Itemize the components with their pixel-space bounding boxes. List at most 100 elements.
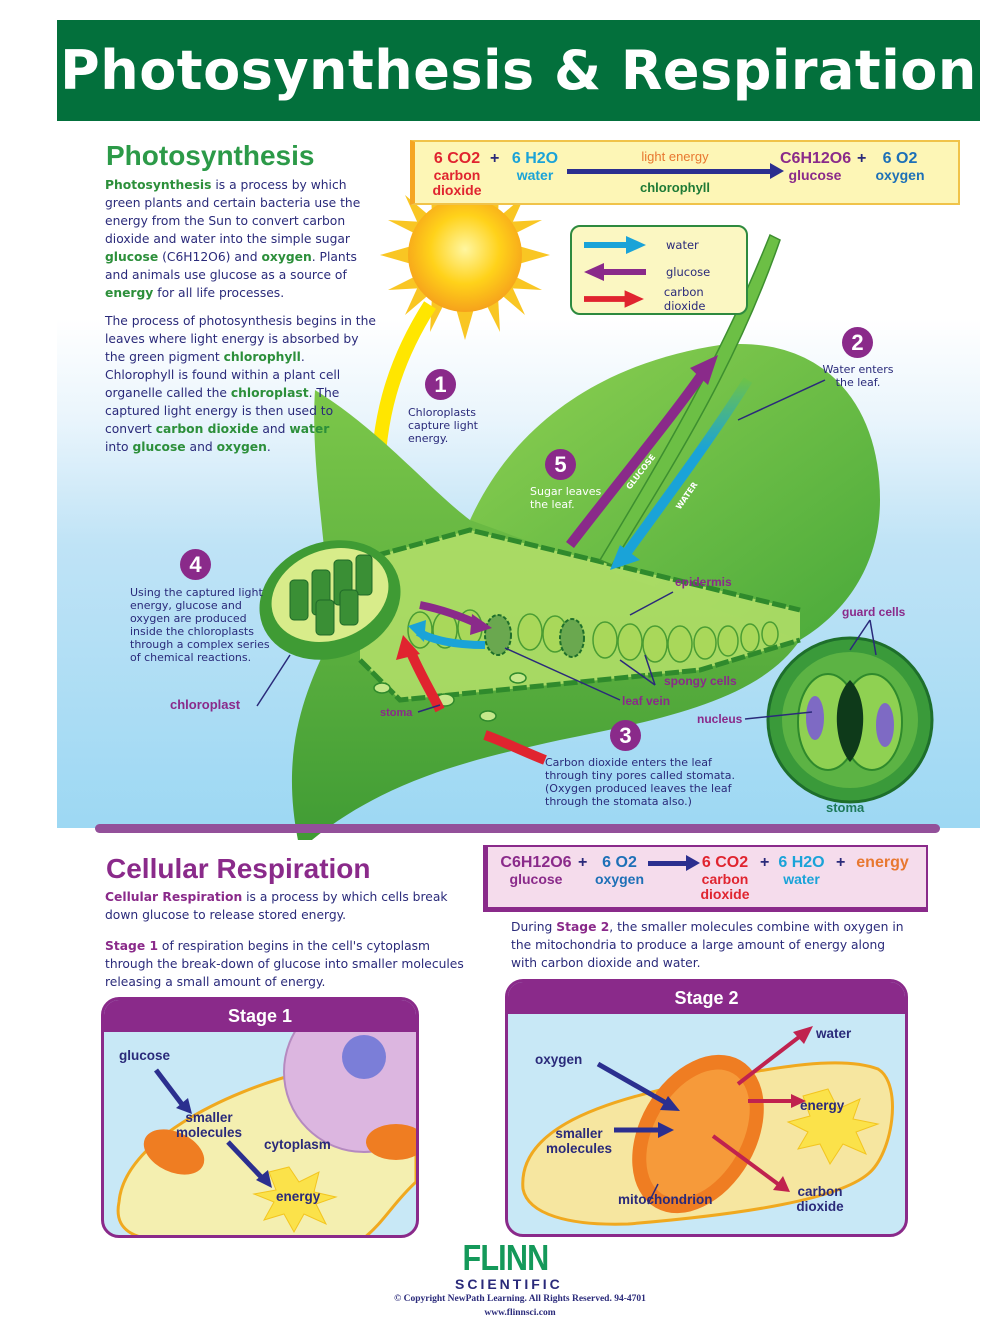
stage2-label-oxygen: oxygen [535, 1052, 583, 1067]
step-4-badge: 4 [180, 549, 211, 580]
arrow-right-icon [584, 236, 646, 254]
condition-light-energy: light energy [641, 149, 709, 164]
eq-product-energy: energy [850, 854, 915, 872]
glucose-arrow [566, 367, 710, 549]
label-nucleus: nucleus [697, 712, 743, 726]
plus-sign: + [857, 150, 867, 167]
formula: C6H12O6 [780, 150, 852, 167]
step-5-text: Sugar leaves the leaf. [530, 485, 602, 511]
label-spongy-cells: spongy cells [664, 674, 737, 688]
label-stoma: stoma [380, 707, 413, 719]
term-photosynthesis: Photosynthesis [105, 178, 212, 192]
label: water [783, 871, 820, 887]
reaction-arrow [567, 163, 784, 179]
section-divider [95, 824, 940, 833]
label: glucose [509, 871, 563, 887]
stage2-label-mitochondrion: mitochondrion [618, 1192, 713, 1207]
glucose-formula: (C6H12O6) and [158, 250, 262, 264]
formula: energy [856, 854, 909, 871]
stage1-label-energy: energy [276, 1189, 321, 1204]
mitochondrion-icon [143, 1129, 205, 1175]
step-2-text: Water enters the leaf. [822, 363, 894, 389]
label-leaf-vein: leaf vein [622, 694, 671, 708]
stoma-detail-icon [766, 636, 934, 804]
formula: 6 H2O [511, 150, 559, 167]
leaf-cross-section [360, 530, 800, 700]
stage1-label-glucose: glucose [119, 1048, 171, 1063]
term-energy: energy [105, 286, 154, 300]
label-epidermis: epidermis [675, 575, 732, 589]
copyright-text: © Copyright NewPath Learning. All Rights… [394, 1294, 646, 1304]
mitochondrion-illustration [521, 1026, 894, 1226]
stage2-label-water: water [816, 1026, 852, 1041]
text: The process of photosynthesis begins in … [105, 314, 376, 364]
term-glucose: glucose [132, 440, 186, 454]
text: and [258, 422, 290, 436]
photosynthesis-heading: Photosynthesis [106, 140, 315, 171]
flinn-logo: FLINN [462, 1237, 550, 1278]
label-chloroplast: chloroplast [170, 697, 241, 712]
eq-product-glucose: C6H12O6 glucose [780, 150, 852, 183]
eq-reactant-oxygen: 6 O2 oxygen [592, 854, 647, 887]
formula: 6 O2 [602, 854, 637, 871]
term-cellular-respiration: Cellular Respiration [105, 890, 243, 904]
photosynthesis-intro: Photosynthesis is a process by which gre… [105, 176, 377, 302]
mitochondrion-icon [366, 1124, 416, 1160]
step-1-badge: 1 [425, 369, 456, 400]
arrow-legend: water glucose carbon dioxide [570, 225, 748, 315]
legend-label: carbon dioxide [663, 285, 706, 313]
stage1-label-cytoplasm: cytoplasm [264, 1137, 331, 1152]
text: . [266, 440, 271, 454]
term-stage-2: Stage 2 [556, 920, 610, 934]
eq-product-oxygen: 6 O2 oxygen [870, 150, 930, 183]
stage-2-title: Stage 2 [508, 982, 905, 1014]
eq-reactant-co2: 6 CO2 carbon dioxide [427, 150, 487, 198]
respiration-heading: Cellular Respiration [106, 853, 371, 884]
step-2-badge: 2 [842, 327, 873, 358]
text: During [511, 920, 557, 934]
formula: 6 CO2 [701, 854, 749, 871]
text: . Plants and animals use glucose as a so… [105, 250, 357, 282]
photosynthesis-equation: 6 CO2 carbon dioxide + 6 H2O water light… [410, 140, 960, 205]
stage-1-title: Stage 1 [104, 1000, 416, 1032]
flinn-logo-subtitle: SCIENTIFIC [455, 1276, 563, 1292]
stage-2-panel: Stage 2 oxygen smaller molecules mitocho… [505, 979, 908, 1237]
legend-carbon-dioxide: carbon dioxide [584, 285, 746, 313]
label: water [516, 167, 554, 183]
eq-product-water: 6 H2O water [774, 854, 829, 887]
website-link[interactable]: www.flinnsci.com [484, 1308, 556, 1318]
term-oxygen: oxygen [261, 250, 312, 264]
cell-cytoplasm-illustration [116, 1032, 416, 1235]
term-water: water [289, 422, 330, 436]
formula: 6 CO2 [433, 150, 481, 167]
step-5-badge: 5 [545, 449, 576, 480]
nucleolus-icon [342, 1035, 386, 1079]
stage-2-description: During Stage 2, the smaller molecules co… [511, 918, 911, 972]
term-glucose: glucose [105, 250, 159, 264]
condition-chlorophyll: chlorophyll [639, 180, 711, 195]
step-3-badge: 3 [610, 720, 641, 751]
formula: C6H12O6 [500, 854, 572, 871]
text: , the smaller molecules combine with oxy… [511, 920, 904, 970]
label: carbon dioxide [432, 167, 482, 198]
legend-water: water [584, 234, 699, 256]
chloroplast-icon [259, 540, 401, 660]
text: of respiration begins in the cell's cyto… [105, 939, 464, 989]
label-stoma-detail: stoma [826, 800, 865, 815]
stage2-label-carbon-dioxide: carbon dioxide [796, 1184, 844, 1214]
leaf-vein-icon [484, 614, 585, 658]
term-chloroplast: chloroplast [230, 386, 309, 400]
arrow-left-icon [584, 263, 646, 281]
step-4-text: Using the captured light energy, glucose… [130, 586, 270, 664]
label: carbon dioxide [700, 871, 750, 902]
label: glucose [788, 167, 842, 183]
stage2-label-energy: energy [800, 1098, 845, 1113]
page-title: Photosynthesis & Respiration [60, 39, 977, 102]
step-3-text: Carbon dioxide enters the leaf through t… [545, 756, 735, 808]
text: and [185, 440, 217, 454]
plus-sign: + [836, 854, 846, 871]
legend-label: glucose [666, 265, 711, 279]
text: is a process by which cells break down g… [105, 890, 448, 922]
reaction-arrow [648, 855, 700, 871]
arrow-right-icon [584, 290, 644, 308]
